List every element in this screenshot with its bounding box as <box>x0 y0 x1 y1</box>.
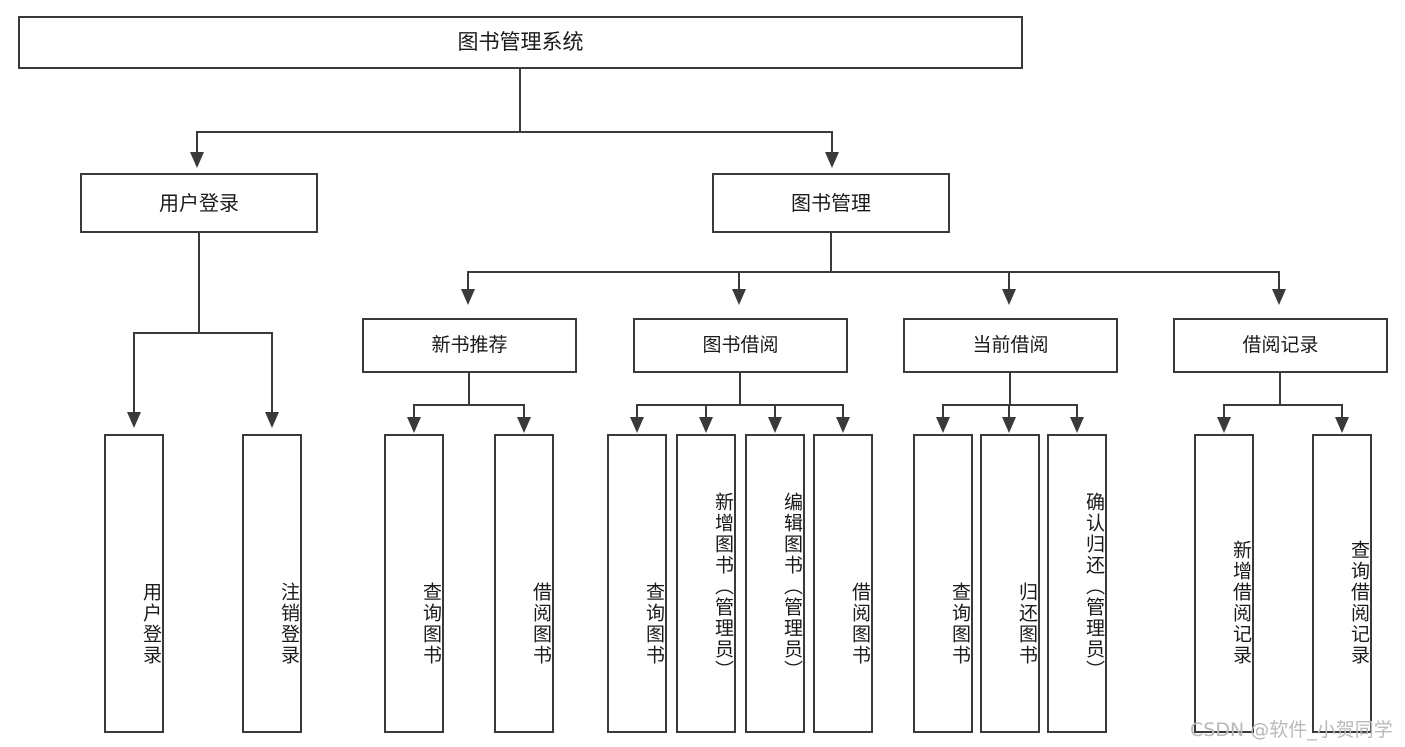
node-label: 借阅记录 <box>1242 333 1319 356</box>
node-label: 用户登录 <box>140 581 162 666</box>
connector-nbr-stem <box>468 373 470 406</box>
connector-user-login-stem <box>198 233 200 333</box>
node-label: 图书管理 <box>791 190 871 215</box>
leaf-bb-query-book[interactable]: 查询图书 <box>607 434 667 733</box>
connector-book-management-stem <box>830 233 832 273</box>
connector-bm-child-4 <box>1278 271 1280 293</box>
leaf-user-login-logout[interactable]: 注销登录 <box>242 434 302 733</box>
node-label: 归还图书 <box>1016 581 1038 666</box>
arrow-br-child-1 <box>1217 417 1231 433</box>
leaf-nbr-query-book[interactable]: 查询图书 <box>384 434 444 733</box>
node-current-borrow[interactable]: 当前借阅 <box>903 318 1118 373</box>
arrow-cb-child-1 <box>936 417 950 433</box>
connector-user-login-bar <box>133 332 273 334</box>
node-label: 借阅图书 <box>849 581 871 666</box>
connector-bb-child-2 <box>705 404 707 421</box>
connector-book-management-bar <box>468 271 1280 273</box>
arrow-br-child-2 <box>1335 417 1349 433</box>
node-label: 用户登录 <box>159 190 239 215</box>
node-label: 图书借阅 <box>702 333 779 356</box>
arrow-root-to-book-management <box>825 152 839 168</box>
connector-root-bar <box>197 131 833 133</box>
node-label: 新增借阅记录 <box>1230 539 1252 666</box>
arrow-bb-child-1 <box>630 417 644 433</box>
connector-br-bar <box>1224 404 1342 406</box>
arrow-bb-child-2 <box>699 417 713 433</box>
watermark-text: CSDN @软件_小贺同学 <box>1190 719 1393 741</box>
arrow-cb-child-2 <box>1002 417 1016 433</box>
node-label: 新书推荐 <box>431 333 508 356</box>
connector-br-child-1 <box>1223 404 1225 421</box>
node-label: 图书管理系统 <box>457 30 584 55</box>
leaf-bb-edit-book-admin[interactable]: 编辑图书（管理员） <box>745 434 805 733</box>
connector-nbr-child-1 <box>413 404 415 421</box>
arrow-user-login-child-2 <box>265 412 279 428</box>
arrow-nbr-child-1 <box>407 417 421 433</box>
connector-bb-bar <box>637 404 844 406</box>
connector-bb-stem <box>739 373 741 406</box>
node-label: 查询借阅记录 <box>1348 539 1370 666</box>
node-label: 编辑图书（管理员） <box>781 492 803 681</box>
node-label: 当前借阅 <box>972 333 1049 356</box>
connector-cb-child-3 <box>1076 404 1078 421</box>
connector-cb-child-1 <box>942 404 944 421</box>
node-borrow-record[interactable]: 借阅记录 <box>1173 318 1388 373</box>
arrow-nbr-child-2 <box>517 417 531 433</box>
node-label: 查询图书 <box>643 581 665 666</box>
node-label: 确认归还（管理员） <box>1083 492 1105 681</box>
connector-root-stem <box>519 69 521 133</box>
node-label: 借阅图书 <box>530 581 552 666</box>
leaf-br-add-record[interactable]: 新增借阅记录 <box>1194 434 1254 733</box>
connector-bb-child-3 <box>774 404 776 421</box>
leaf-cb-query-book[interactable]: 查询图书 <box>913 434 973 733</box>
arrow-bm-child-1 <box>461 289 475 305</box>
node-book-management[interactable]: 图书管理 <box>712 173 950 233</box>
node-label: 查询图书 <box>420 581 442 666</box>
connector-root-to-user-login <box>196 131 198 157</box>
connector-nbr-child-2 <box>523 404 525 421</box>
connector-bm-child-2 <box>738 271 740 293</box>
node-user-login[interactable]: 用户登录 <box>80 173 318 233</box>
leaf-user-login-login[interactable]: 用户登录 <box>104 434 164 733</box>
arrow-bm-child-4 <box>1272 289 1286 305</box>
connector-bb-child-4 <box>842 404 844 421</box>
leaf-bb-add-book-admin[interactable]: 新增图书（管理员） <box>676 434 736 733</box>
arrow-bm-child-3 <box>1002 289 1016 305</box>
connector-user-login-child-2 <box>271 332 273 417</box>
leaf-nbr-borrow-book[interactable]: 借阅图书 <box>494 434 554 733</box>
arrow-bb-child-3 <box>768 417 782 433</box>
connector-user-login-child-1 <box>133 332 135 417</box>
connector-br-stem <box>1279 373 1281 406</box>
arrow-cb-child-3 <box>1070 417 1084 433</box>
node-label: 注销登录 <box>278 581 300 666</box>
node-label: 查询图书 <box>949 581 971 666</box>
connector-nbr-bar <box>414 404 525 406</box>
leaf-cb-confirm-return-admin[interactable]: 确认归还（管理员） <box>1047 434 1107 733</box>
arrow-root-to-user-login <box>190 152 204 168</box>
node-root-book-management-system[interactable]: 图书管理系统 <box>18 16 1023 69</box>
connector-bm-child-3 <box>1008 271 1010 293</box>
node-label: 新增图书（管理员） <box>712 492 734 681</box>
node-book-borrow[interactable]: 图书借阅 <box>633 318 848 373</box>
leaf-bb-borrow-book[interactable]: 借阅图书 <box>813 434 873 733</box>
arrow-bm-child-2 <box>732 289 746 305</box>
connector-bb-child-1 <box>636 404 638 421</box>
connector-br-child-2 <box>1341 404 1343 421</box>
leaf-cb-return-book[interactable]: 归还图书 <box>980 434 1040 733</box>
connector-cb-bar <box>943 404 1078 406</box>
connector-bm-child-1 <box>467 271 469 293</box>
leaf-br-query-record[interactable]: 查询借阅记录 <box>1312 434 1372 733</box>
connector-root-to-book-management <box>831 131 833 157</box>
node-new-book-recommend[interactable]: 新书推荐 <box>362 318 577 373</box>
connector-cb-child-2 <box>1008 404 1010 421</box>
connector-cb-stem <box>1009 373 1011 406</box>
arrow-bb-child-4 <box>836 417 850 433</box>
arrow-user-login-child-1 <box>127 412 141 428</box>
